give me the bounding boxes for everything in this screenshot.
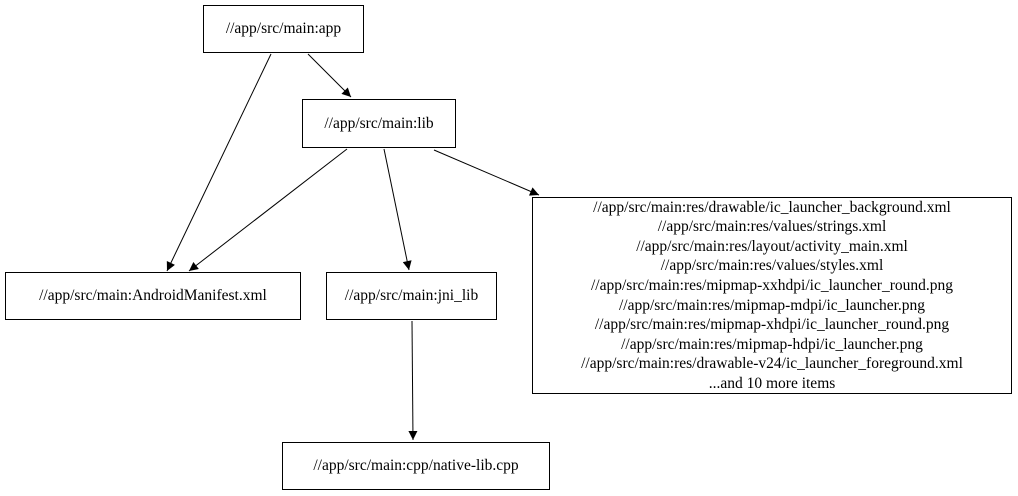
node-native-cpp-label: //app/src/main:cpp/native-lib.cpp xyxy=(313,457,519,475)
edge-app-to-lib xyxy=(307,53,352,98)
res-group-line: //app/src/main:res/values/styles.xml xyxy=(660,257,884,275)
node-android-manifest-label: //app/src/main:AndroidManifest.xml xyxy=(39,287,267,305)
node-res-group: //app/src/main:res/drawable/ic_launcher_… xyxy=(532,197,1012,394)
edge-lib-to-android-manifest xyxy=(188,148,348,272)
res-group-line: //app/src/main:res/mipmap-hdpi/ic_launch… xyxy=(621,335,923,353)
node-app: //app/src/main:app xyxy=(203,5,364,53)
edge-jni-lib-to-native-cpp xyxy=(408,320,418,441)
node-native-cpp: //app/src/main:cpp/native-lib.cpp xyxy=(282,442,550,490)
edge-lib-to-jni-lib xyxy=(383,148,412,271)
res-group-line: //app/src/main:res/mipmap-xxhdpi/ic_laun… xyxy=(590,276,953,294)
node-app-label: //app/src/main:app xyxy=(225,20,342,38)
node-lib: //app/src/main:lib xyxy=(302,99,456,148)
res-group-line: ...and 10 more items xyxy=(708,374,836,392)
res-group-line: //app/src/main:res/values/strings.xml xyxy=(657,218,887,236)
edge-lib-to-res-group xyxy=(433,149,540,196)
node-jni-lib: //app/src/main:jni_lib xyxy=(326,272,497,320)
edge-app-to-android-manifest xyxy=(166,53,272,272)
res-group-line: //app/src/main:res/layout/activity_main.… xyxy=(636,237,908,255)
res-group-line: //app/src/main:res/mipmap-mdpi/ic_launch… xyxy=(618,296,926,314)
res-group-line: //app/src/main:res/drawable-v24/ic_launc… xyxy=(581,355,963,373)
res-group-line: //app/src/main:res/drawable/ic_launcher_… xyxy=(593,198,951,216)
node-lib-label: //app/src/main:lib xyxy=(324,114,434,132)
node-jni-lib-label: //app/src/main:jni_lib xyxy=(344,287,479,305)
node-android-manifest: //app/src/main:AndroidManifest.xml xyxy=(5,272,301,320)
res-group-line: //app/src/main:res/mipmap-xhdpi/ic_launc… xyxy=(594,316,950,334)
